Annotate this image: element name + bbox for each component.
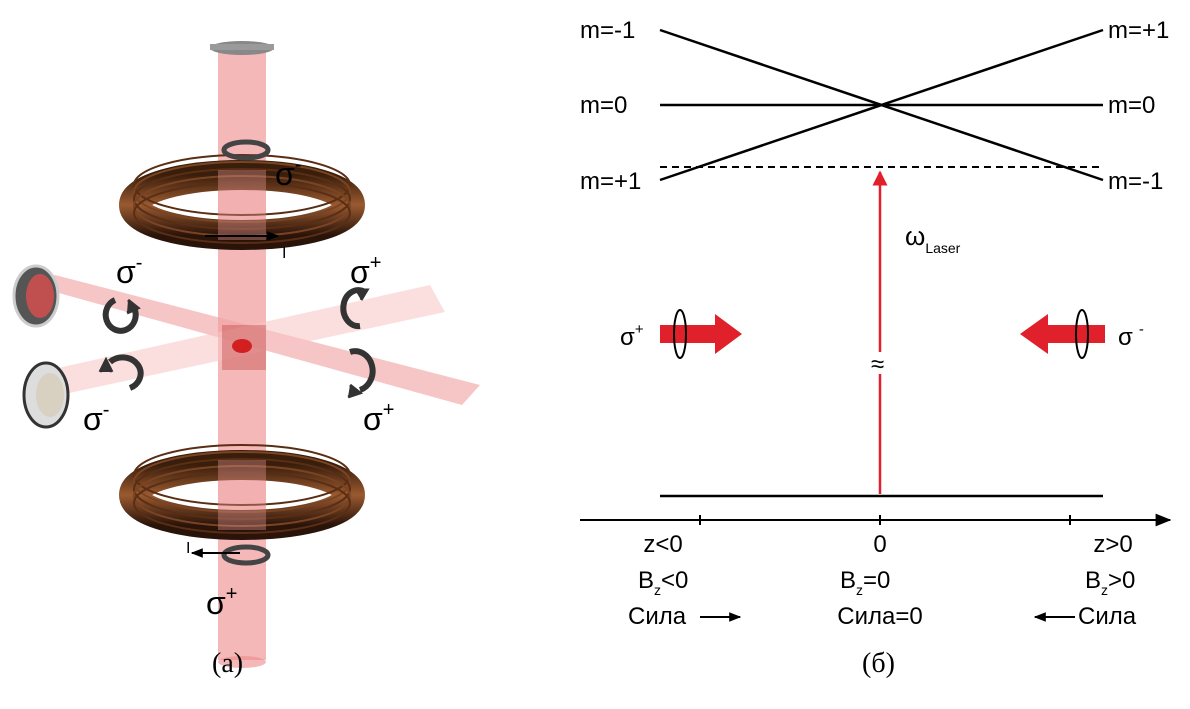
level-label-left-1: m=0: [580, 92, 627, 119]
sigma-label-lower-left: σ-: [83, 399, 109, 437]
field-label-left: Bz<0: [638, 567, 688, 598]
sigma-label-upper-left: σ-: [116, 252, 142, 290]
beam-through-bottom-coil: [218, 460, 266, 530]
circ-arrow-icon-lower-left: [98, 354, 144, 391]
approx-gap: [872, 352, 888, 374]
level-label-left-2: m=+1: [580, 168, 641, 195]
z-tick-label-center: 0: [873, 531, 886, 558]
approx-symbol: ≈: [871, 351, 884, 378]
top-mirror-edge: [210, 44, 274, 50]
level-label-left-0: m=-1: [580, 17, 635, 44]
bottom-coil: [119, 444, 365, 540]
level-label-right-2: m=-1: [1108, 168, 1163, 195]
circ-arrow-icon-lower-right: [347, 348, 376, 399]
bottom-polarization-ring: [221, 544, 271, 566]
atom-cloud: [232, 339, 252, 353]
circ-arrow-icon-upper-left: [102, 297, 141, 334]
top-current-label: I: [282, 245, 286, 262]
laser-label: ωLaser: [905, 221, 961, 256]
sigma-label-upper-right: σ+: [350, 252, 381, 290]
left-upper-mirror-face: [26, 274, 54, 318]
field-label-right: Bz>0: [1085, 567, 1135, 598]
force-label-right: Сила: [1078, 603, 1137, 630]
sigma-plus-label: σ+: [620, 321, 644, 351]
force-label-center: Сила=0: [837, 603, 922, 630]
z-tick-label-right: z>0: [1093, 531, 1132, 558]
top-polarization-ring: [221, 139, 271, 161]
sigma-plus-beam-arrow: [660, 309, 742, 359]
left-lower-mirror-face: [36, 373, 64, 417]
beam-through-top-coil: [218, 170, 266, 240]
sigma-minus-label: σ-: [1118, 321, 1144, 351]
bottom-current-label: I: [186, 540, 190, 557]
z-tick-label-left: z<0: [643, 531, 682, 558]
panel-b: m=-1 m=0 m=+1 m=+1 m=0 m=-1 ωLaser ≈ σ+ …: [580, 17, 1172, 679]
field-label-center: Bz=0: [840, 567, 890, 598]
panel-b-caption: (б): [862, 648, 895, 679]
circ-arrow-icon-upper-right: [340, 287, 370, 330]
panel-a-caption: (a): [212, 648, 243, 679]
panel-a: I I σ- σ- σ+ σ-: [12, 41, 480, 679]
level-label-right-1: m=0: [1108, 92, 1155, 119]
bottom-beam-end: [218, 656, 266, 668]
level-label-right-0: m=+1: [1108, 17, 1169, 44]
force-label-left: Сила: [628, 603, 687, 630]
sigma-label-lower-right: σ+: [363, 399, 394, 437]
sigma-minus-beam-arrow: [1020, 309, 1105, 359]
sigma-label-bottom: σ+: [206, 583, 237, 621]
sigma-label-top: σ-: [275, 154, 301, 192]
